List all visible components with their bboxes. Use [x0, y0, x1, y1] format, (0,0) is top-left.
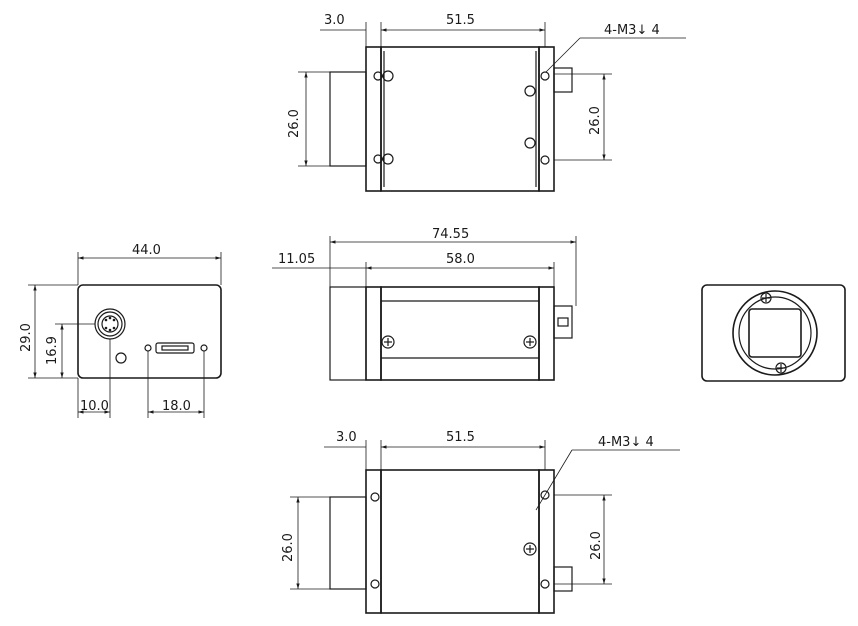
lens-barrel [329, 71, 367, 167]
camera-body [380, 46, 540, 192]
lens-barrel [329, 496, 367, 590]
dim-width-label: 44.0 [132, 243, 161, 258]
front-flange [365, 46, 382, 192]
screw-icon [370, 490, 550, 589]
dim-left-height-label: 26.0 [287, 109, 302, 138]
dim-right-height-label: 26.0 [588, 106, 603, 135]
back-panel [77, 284, 222, 379]
screw-icon [760, 292, 787, 374]
thread-note: 4-M3↓ 4 [598, 435, 654, 450]
dim-flange-label: 3.0 [324, 13, 345, 28]
front-flange [365, 469, 382, 614]
lens-barrel [329, 286, 367, 381]
dim-left-height-label: 26.0 [281, 533, 296, 562]
dim-total-label: 74.55 [432, 227, 469, 242]
sensor-window [748, 308, 802, 358]
camera-body [380, 469, 540, 614]
rear-flange [538, 469, 555, 614]
bottom-view: 3.0 51.5 26.0 26.0 4-M3↓ 4 [281, 430, 680, 614]
dim-height-label: 29.0 [19, 323, 34, 352]
dim-body-label: 51.5 [446, 430, 475, 445]
dim-lens-label: 11.05 [278, 252, 315, 267]
thread-note: 4-M3↓ 4 [604, 23, 660, 38]
screw-icon [381, 335, 537, 349]
side-view: 74.55 11.05 58.0 [272, 227, 577, 381]
dim-connector-height-label: 16.9 [45, 336, 60, 365]
back-view: 44.0 29.0 16.9 10.0 18.0 [19, 243, 222, 418]
rear-connector [553, 67, 573, 93]
dim-right-height-label: 26.0 [589, 531, 604, 560]
rear-flange [538, 46, 555, 192]
dim-connector-offset-label: 10.0 [80, 399, 109, 414]
rear-flange [538, 286, 555, 381]
rear-connector [553, 566, 573, 592]
dim-flange-label: 3.0 [336, 430, 357, 445]
usb-port-icon [144, 342, 208, 354]
dim-body-label: 58.0 [446, 252, 475, 267]
front-flange [365, 286, 382, 381]
front-view [701, 284, 846, 382]
top-view: 3.0 51.5 26.0 26.0 4-M3↓ 4 [287, 13, 686, 192]
dim-usb-spacing-label: 18.0 [162, 399, 191, 414]
dim-body-label: 51.5 [446, 13, 475, 28]
screw-icon [373, 70, 550, 165]
lens-mount [732, 290, 818, 376]
led-indicator [115, 352, 127, 364]
gpio-connector-icon [94, 308, 126, 340]
rear-connector [553, 305, 573, 339]
front-panel [701, 284, 846, 382]
